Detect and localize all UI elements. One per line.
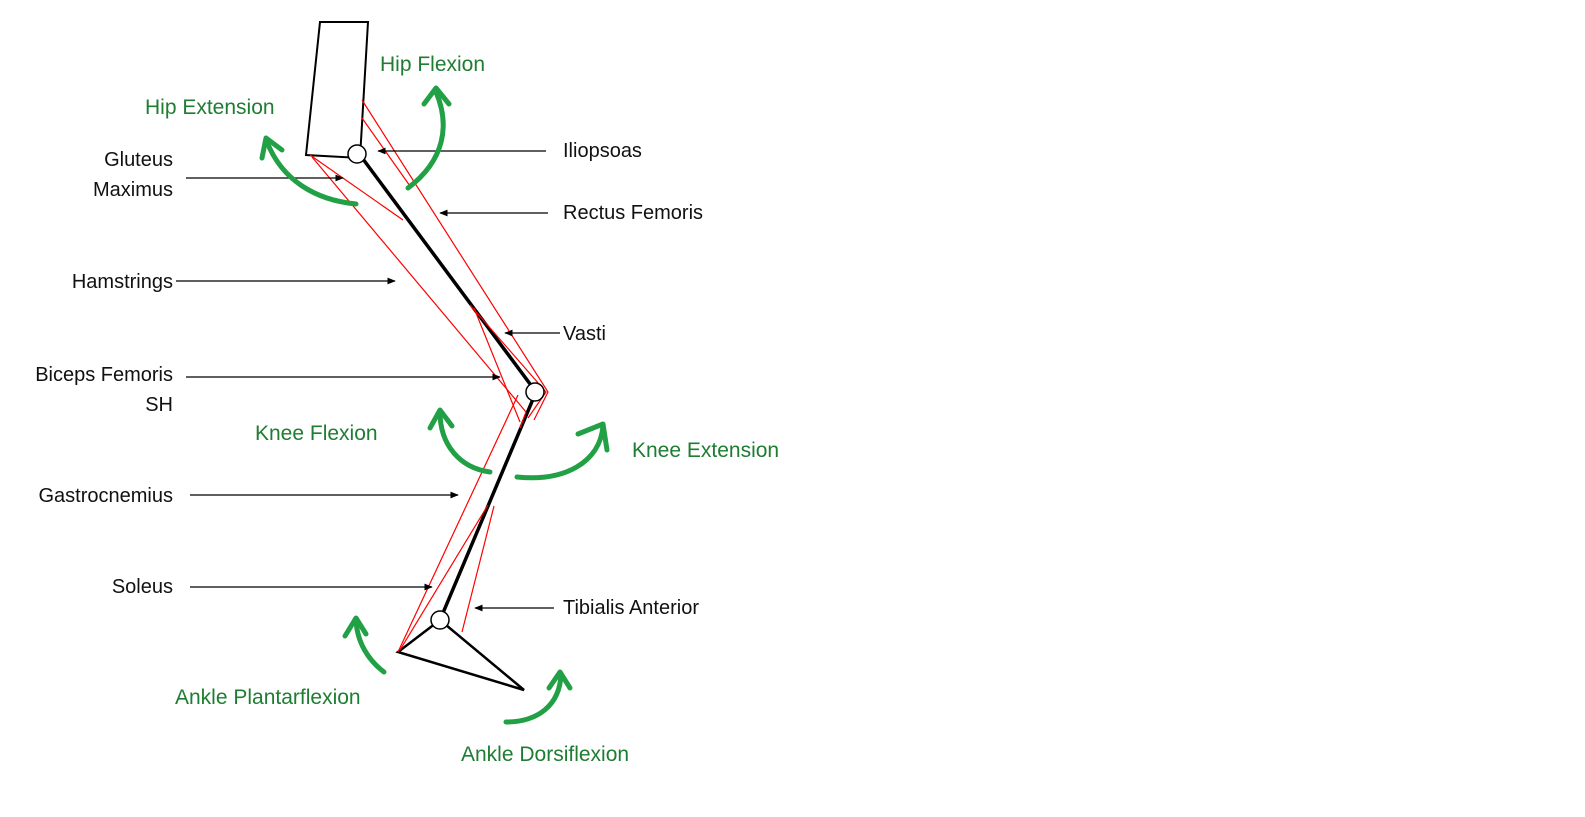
gastrocnemius-label: Gastrocnemius [39,485,174,507]
ankle-dorsiflexion-arrow [503,669,573,725]
muscle-lines [309,99,549,653]
iliopsoas-label: Iliopsoas [563,140,642,162]
soleus-muscle [399,504,489,651]
vasti-label: Vasti [563,323,606,345]
pelvis-segment [304,21,370,160]
gluteus-maximus-label-line2: Maximus [93,179,173,201]
soleus-label: Soleus [112,576,173,598]
hamstrings-label: Hamstrings [72,271,173,293]
knee-flexion-arrow [427,407,493,475]
hamstrings-muscle [311,156,527,429]
motion-labels: Hip Flexion Hip Extension Knee Flexion K… [145,53,779,766]
knee-extension-arrow [514,421,610,481]
muscle-labels: Gluteus Maximus Hamstrings Biceps Femori… [35,140,703,619]
leader-arrows [176,147,560,612]
hip-extension-label: Hip Extension [145,96,275,119]
gluteus-maximus-muscle [309,154,404,221]
foot-segment [395,618,525,692]
joints [347,144,545,630]
knee-flexion-label: Knee Flexion [255,422,378,445]
iliopsoas-muscle [361,117,411,187]
knee-extension-label: Knee Extension [632,439,779,462]
ankle-joint [430,610,450,630]
hip-extension-arrow [259,135,359,207]
biceps-femoris-sh-muscle [473,307,521,423]
gluteus-maximus-label-line1: Gluteus [104,149,173,171]
knee-joint [525,382,545,402]
motion-arrows [259,85,610,725]
tibialis-anterior-label: Tibialis Anterior [563,597,699,619]
hip-flexion-label: Hip Flexion [380,53,485,76]
ankle-plantarflexion-label: Ankle Plantarflexion [175,686,361,709]
gastrocnemius-muscle [397,394,519,653]
biceps-femoris-label-line1: Biceps Femoris [35,364,173,386]
ankle-dorsiflexion-label: Ankle Dorsiflexion [461,743,629,766]
rectus-femoris-label: Rectus Femoris [563,202,703,224]
vasti-muscle [469,304,547,419]
tibialis-anterior-muscle [461,505,495,633]
hip-flexion-arrow [405,85,452,191]
femur-bone [358,153,538,394]
biceps-femoris-label-line2: SH [145,394,173,416]
hip-joint [347,144,367,164]
skeleton [304,21,538,692]
rectus-femoris-muscle [361,99,549,421]
ankle-plantarflexion-arrow [342,615,387,675]
